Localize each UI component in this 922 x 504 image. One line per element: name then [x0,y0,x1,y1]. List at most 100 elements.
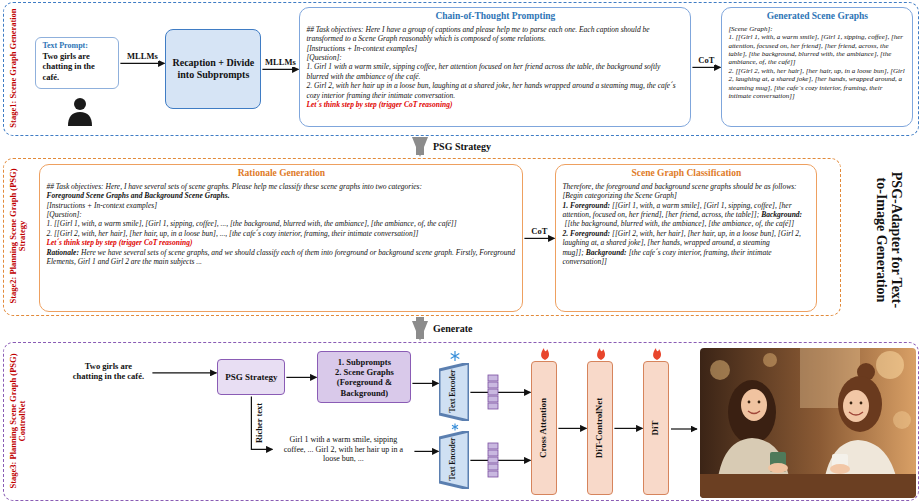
paragraph: Rationale:Here we have several sets of s… [46,248,516,267]
flow-arrow [524,238,554,239]
text-area: Two girls are chatting in the café. [65,358,151,385]
smile [748,411,760,414]
node-text: [Instructions + In-context examples] [46,201,157,210]
node-text: Rationale: [46,248,79,257]
token-bar [488,443,498,449]
process-box: PSG Strategy [217,359,285,395]
token-bar [488,389,498,395]
node-text: [[the background, blurred with, the ambi… [564,219,794,228]
paragraph: Generated Scene Graphs [728,11,906,22]
flow-arrow [414,451,438,452]
node-text: 2. Girl 2, with her hair up in a loose b… [306,81,675,99]
node-text: Background: [586,248,627,257]
frozen-icon [452,424,458,431]
trainable-icon [653,348,661,360]
eye [850,402,853,405]
paragraph: Therefore, the foreground and background… [562,182,810,191]
text-area: Rationale Generation ## Task objectives: … [40,165,522,269]
stage-arrow [416,317,424,339]
node-text: Two girls are chatting in the café. [42,51,94,82]
paragraph: [Question]: [46,210,516,219]
token-bar [488,382,498,388]
paragraph: Scene Graph Classification [562,168,810,179]
hands [768,463,788,473]
node-text: 1. Girl 1 with a warm smile, sipping cof… [306,62,660,80]
panel-heading: Scene Graph Classification [562,168,810,179]
node-text: 2. [[Girl 2, with, her hair], [her hair,… [46,229,418,238]
edge-label: Generate [432,323,473,334]
block-label: DiT-ControlNet [595,366,605,490]
text-area: 1. Subprompts2. Scene Graphs (Foreground… [318,354,410,402]
text-area: Girl 1 with a warm smile, sipping coffee… [273,432,413,467]
stage-region: Stage2: Planning Scene Graph (PSG) Strat… [3,158,841,316]
hands [830,464,850,474]
bokeh [763,353,777,367]
eye [860,402,863,405]
node-text: 1. [[Girl 1, with, a warm smile], [Girl … [46,219,456,228]
paragraph: 1. Subprompts [324,357,404,367]
output-box: 1. Subprompts2. Scene Graphs (Foreground… [317,351,411,403]
paragraph: 2. Girl 2, with her hair up in a loose b… [306,81,684,100]
node-text: [Instructions + In-context examples] [306,44,417,53]
paragraph: 2. Scene Graphs (Foreground & Background… [324,367,404,398]
node-text: 2. [[Girl 2, with, her hair], [her hair,… [728,67,904,100]
node-text: Recaption + Divide into Subprompts [172,57,254,80]
paragraph: [Instructions + In-context examples] [46,201,516,210]
trainable-icon [597,348,605,360]
node-text: 1. [[Girl 1, with, a warm smile], [Girl … [728,33,903,66]
token-bar [488,403,498,409]
token-bar [488,396,498,402]
generated-photo [700,348,916,498]
node-text: ## Task objectives: Here I have a group … [306,25,649,43]
node-text: Here we have several sets of scene graph… [46,248,515,266]
edge-label: CoT [697,56,715,65]
node-text: Text Prompt: [42,41,88,50]
node-text: ## Task objectives: Here, I have several… [46,182,422,191]
flow-arrow [251,396,272,449]
model-block: DiT-ControlNet [587,361,613,495]
edge-label: Richer text [256,402,265,444]
output-panel: Generated Scene Graphs[Scene Graph]:1. [… [721,7,913,127]
prompt-panel: Rationale Generation ## Task objectives: … [39,164,523,312]
encoder-shape [439,431,469,489]
paragraph: Let´s think step by step (trigger CoT re… [306,100,684,109]
flow-arrow [120,63,164,64]
output-arrow [671,428,697,429]
paragraph: 1. [[Girl 1, with, a warm smile], [Girl … [46,219,516,228]
text-area: Chain-of-Thought Prompting## Task object… [300,8,690,112]
trainable-icon [541,348,549,360]
paragraph: 2. Foreground:[[Girl 2, with, her hair],… [562,229,810,267]
encoder-block: Text Encoder [439,363,469,421]
text-area: PSG Strategy [218,369,284,386]
paragraph: Two girls are chatting in the café. [42,51,112,82]
paragraph: ## Task objectives: Here I have a group … [306,25,684,44]
node-text: PSG Strategy [225,372,277,382]
node-text: Let´s think step by step (trigger CoT re… [46,238,192,247]
bokeh [893,411,911,429]
paragraph: 1. [[Girl 1, with, a warm smile], [Girl … [728,33,906,67]
block-label: Text Encoder [449,434,457,484]
flow-arrow [152,372,216,373]
node-text: 2. Scene Graphs (Foreground & Background… [335,367,394,398]
text-area: Generated Scene Graphs[Scene Graph]:1. [… [722,8,912,103]
paragraph: 1. Foreground:[[Girl 1, with, a warm smi… [562,201,810,229]
node-text: [Question]: [306,53,341,62]
user-icon [68,112,92,126]
paragraph: Recaption + Divide into Subprompts [172,57,254,81]
token-bar [488,464,498,470]
node-text: Therefore, the foreground and background… [562,182,796,191]
bokeh [710,360,730,380]
flow-arrow [470,460,530,461]
flow-arrow [692,67,720,68]
block-label: Text Encoder [449,366,457,416]
panel-heading: Rationale Generation [46,168,516,179]
edge-label: CoT [530,227,548,236]
stage-region: Stage1: Scene Graph GenerationText Promp… [3,2,919,136]
node-text: Let´s think step by step (trigger CoT re… [306,100,452,109]
node-text: 2. Foreground: [562,229,610,238]
encoder-shape [439,363,469,421]
node-text: 1. Foreground: [562,201,610,210]
paragraph: ## Task objectives: Here, I have several… [46,182,516,191]
face [741,389,767,421]
smile [849,412,863,415]
